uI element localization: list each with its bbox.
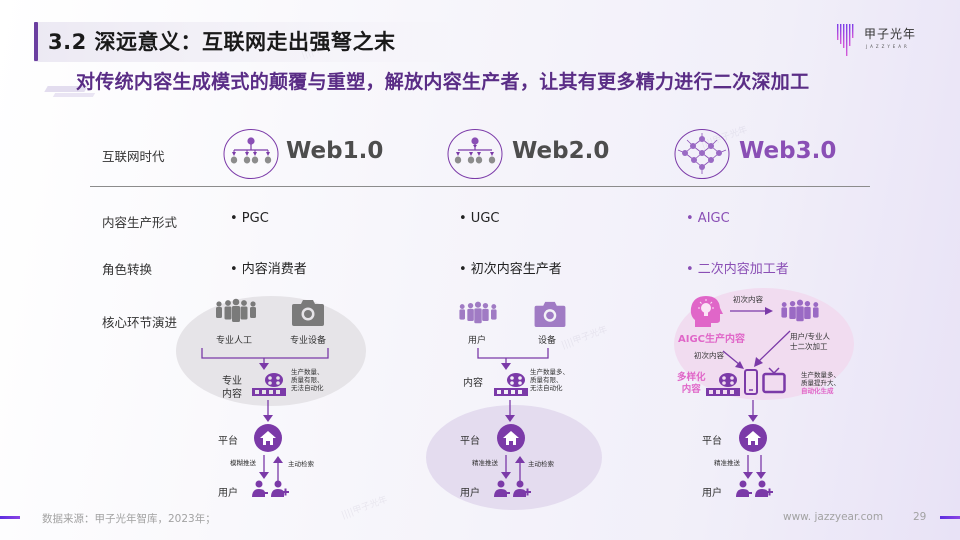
web3-first-content-label: 初次内容 [733, 295, 763, 304]
home-platform-icon [739, 424, 767, 452]
role-web1: • 内容消费者 [230, 262, 307, 277]
web3-aigc-label: AIGC生产内容 [678, 334, 746, 345]
down-arrow-icon [505, 400, 515, 422]
web1-device-label: 专业设备 [290, 336, 327, 346]
web2-platform-label: 平台 [460, 436, 480, 447]
role-web3: • 二次内容加工者 [686, 262, 789, 277]
right-arrow-icon [730, 307, 773, 315]
web1-content-label-1: 专业 [222, 376, 242, 387]
ai-brain-head-icon [690, 296, 723, 327]
diagonal-arrow-icon [722, 350, 744, 369]
push-down-arrow-icon [501, 455, 511, 479]
web3-platform-label: 平台 [702, 436, 722, 447]
web2-people-label: 用户 [468, 336, 487, 346]
web3-diverse-label: 多样化 内容 [677, 372, 706, 395]
search-up-arrow-icon [515, 456, 525, 481]
merge-arrow-icon [477, 348, 549, 370]
data-source: 数据来源：甲子光年智库，2023年； [42, 513, 216, 525]
smartphone-icon [744, 369, 758, 395]
mesh-network-icon [674, 129, 730, 179]
page-subtitle: 对传统内容生成模式的颠覆与重塑，解放内容生产者，让其有更多精力进行二次深加工 [76, 71, 810, 93]
web2-content-label: 内容 [463, 378, 483, 389]
page-number: 29 [913, 511, 927, 523]
watermark: ||||甲子光年 [340, 494, 389, 521]
web3-human-label: 用户/专业人 士二次加工 [790, 332, 831, 351]
web2-device-label: 设备 [538, 336, 557, 346]
web2-push-label: 精准推送 [472, 459, 498, 467]
hierarchy-network-icon [223, 129, 279, 179]
film-reel-icon [706, 373, 740, 396]
web1-user-label: 用户 [218, 488, 238, 499]
web1-search-label: 主动检索 [288, 460, 314, 468]
title-accent-bar [34, 22, 38, 61]
form-web2: • UGC [459, 211, 500, 226]
logo-bars-icon [837, 24, 854, 56]
era-name-web2: Web2.0 [512, 138, 610, 164]
web1-people-label: 专业人工 [216, 336, 253, 346]
role-web2: • 初次内容生产者 [459, 262, 562, 277]
search-up-arrow-icon [273, 456, 283, 481]
row-label-era: 互联网时代 [102, 149, 165, 164]
camera-icon [292, 300, 324, 326]
web1-note: 生产数量、 质量有限、 无法自动化 [291, 368, 324, 392]
users-icon [736, 480, 773, 497]
web3-user-label: 用户 [702, 488, 722, 499]
film-reel-icon [494, 373, 528, 396]
hierarchy-network-icon [447, 129, 503, 179]
form-web1: • PGC [230, 211, 269, 226]
footer-accent-left [0, 516, 20, 519]
web1-push-label: 模糊推送 [230, 459, 256, 467]
footer-accent-right [940, 516, 960, 519]
web1-platform-label: 平台 [218, 436, 238, 447]
diagonal-arrow-icon [754, 330, 791, 367]
push-down-arrow-icon [743, 455, 753, 479]
web3-note: 生产数量多、 质量提升大、 自动化生成 [801, 371, 840, 395]
row-label-role: 角色转换 [102, 262, 153, 277]
people-group-icon [459, 301, 497, 324]
television-icon [762, 367, 786, 394]
era-name-web1: Web1.0 [286, 138, 384, 164]
camera-icon [534, 301, 566, 327]
header-divider [90, 186, 870, 187]
brand-logo: 甲子光年 JAZZYEAR [836, 20, 936, 60]
form-web3: • AIGC [686, 211, 730, 226]
down-arrow-icon [748, 400, 758, 422]
title-background [34, 22, 454, 62]
row-label-core: 核心环节演进 [102, 315, 178, 330]
web3-first-content-label-2: 初次内容 [694, 351, 724, 360]
people-group-icon [781, 299, 819, 322]
home-platform-icon [254, 424, 282, 452]
down-arrow-icon [263, 400, 273, 422]
logo-subtext: JAZZYEAR [866, 44, 910, 49]
era-name-web3: Web3.0 [739, 138, 837, 164]
page-title: 3.2 深远意义：互联网走出强弩之末 [48, 30, 396, 54]
web3-push-label: 精准推送 [714, 459, 740, 467]
merge-arrow-icon [201, 348, 329, 370]
users-icon [494, 480, 531, 497]
web2-note: 生产数量多、 质量有限、 无法自动化 [530, 368, 569, 392]
people-group-icon [216, 298, 256, 322]
push-down-arrow-icon [259, 455, 269, 479]
users-icon [252, 480, 289, 497]
production-zone-web1 [176, 296, 366, 406]
home-platform-icon [497, 424, 525, 452]
film-reel-icon [252, 373, 286, 396]
web1-content-label-2: 内容 [222, 389, 242, 400]
logo-text: 甲子光年 [864, 27, 917, 41]
row-label-form: 内容生产形式 [102, 215, 178, 230]
push-down-arrow-icon [756, 455, 766, 479]
website-url: www. jazzyear.com [783, 511, 884, 523]
web2-user-label: 用户 [460, 488, 480, 499]
web2-search-label: 主动检索 [528, 460, 554, 468]
